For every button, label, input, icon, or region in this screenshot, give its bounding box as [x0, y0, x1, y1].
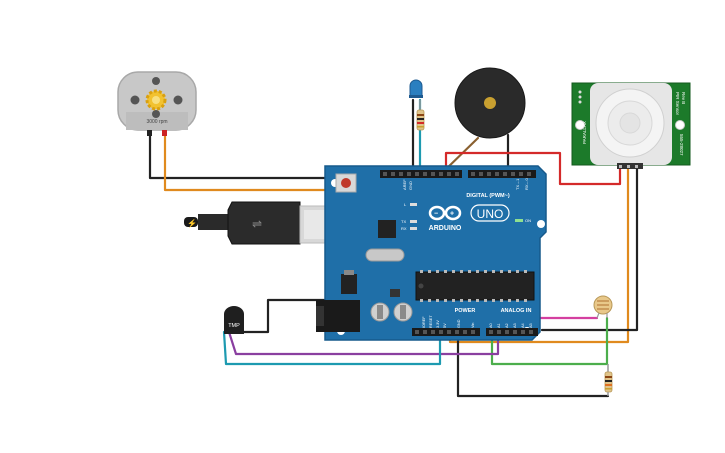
on-led	[515, 219, 523, 222]
rx-led	[410, 227, 417, 230]
on-led-label: ON	[525, 218, 531, 223]
power-header-label: POWER	[455, 308, 476, 314]
board-name: ARDUINO	[429, 225, 462, 232]
led[interactable]	[409, 79, 423, 98]
temperature-sensor[interactable]: TMP	[224, 306, 244, 334]
small-chip	[390, 289, 400, 297]
tmp-label: TMP	[228, 323, 240, 329]
a4-label: A4	[521, 323, 525, 328]
arduino-uno[interactable]: AREF GND TX→1 RX←0 DIGITAL (PWM~) L TX R…	[316, 165, 547, 341]
analog-header-label: ANALOG IN	[501, 308, 532, 314]
l-led	[410, 203, 417, 206]
reset-pin-label: RESET	[429, 315, 433, 328]
pir-right-label-2: Rev B	[681, 92, 686, 104]
tx-led-label: TX	[401, 219, 406, 224]
a5-label: A5	[529, 323, 533, 328]
pir-right-label-3: 555-28027	[679, 134, 684, 156]
l-led-label: L	[404, 202, 407, 207]
v33-label: 3.3V	[436, 320, 440, 328]
aref-label: AREF	[402, 179, 407, 190]
analog-header	[486, 328, 538, 336]
arduino-logo-icon	[428, 205, 462, 221]
a2-label: A2	[505, 323, 509, 328]
digital-header-right	[468, 170, 536, 178]
wire-tmp-purple[interactable]	[227, 330, 500, 356]
digital-header-label: DIGITAL (PWM~)	[466, 193, 510, 199]
resistor-ldr[interactable]	[604, 364, 613, 396]
photoresistor[interactable]	[593, 295, 613, 319]
board-model: UNO	[477, 207, 504, 221]
wire-pir-red[interactable]	[444, 151, 622, 186]
a3-label: A3	[513, 323, 517, 328]
rx0-label: RX←0	[524, 177, 529, 190]
resistor-led[interactable]	[416, 100, 425, 131]
a0-label: A0	[489, 323, 493, 328]
wire-tmp-teal[interactable]	[222, 328, 442, 366]
motor-label: 3000 rpm	[146, 119, 167, 125]
power-header	[412, 328, 480, 336]
tx1-label: TX→1	[515, 178, 520, 190]
gnd-label: GND	[408, 181, 413, 190]
atmega-chip	[415, 271, 535, 301]
svg-text:+: +	[450, 211, 454, 218]
usb-bolt-icon: ⚡	[187, 218, 197, 228]
tx-led	[410, 220, 417, 223]
vin-label: Vin	[471, 323, 475, 328]
wire-ldr-green[interactable]	[490, 316, 609, 366]
digital-header-left	[380, 170, 462, 178]
svg-text:−: −	[434, 211, 438, 218]
rx-led-label: RX	[401, 226, 407, 231]
wire-pir-black[interactable]	[540, 163, 639, 332]
a1-label: A1	[497, 323, 501, 328]
ioref-label: IOREF	[422, 316, 426, 328]
usb-chip	[378, 220, 396, 238]
gnd2-label: GND	[457, 319, 461, 328]
crystal	[365, 248, 405, 262]
dc-motor[interactable]: 3000 rpm	[117, 71, 197, 136]
pir-right-label-1: PIR Sensor	[675, 92, 680, 116]
usb-icon: ⇌	[252, 217, 262, 231]
pir-sensor[interactable]: PARALLAX PIR Sensor Rev B 555-28027	[571, 82, 691, 169]
regulator	[341, 274, 357, 294]
pir-left-label: PARALLAX	[582, 121, 587, 144]
piezo-buzzer[interactable]	[454, 67, 526, 139]
v5-label: 5V	[443, 323, 447, 328]
